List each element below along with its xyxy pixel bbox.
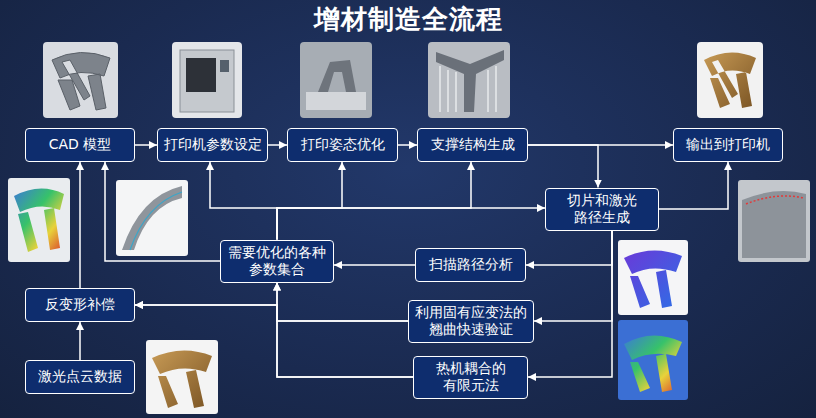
slice-picture <box>738 180 810 262</box>
flow-arrow <box>526 231 612 266</box>
flow-arrow <box>135 305 408 321</box>
laser-path <box>746 196 804 204</box>
flow-arrow <box>105 162 220 261</box>
box-label: 热机耦合的 有限元法 <box>419 360 522 395</box>
printer-window <box>186 58 216 92</box>
strain-picture <box>618 320 688 400</box>
process-box: 切片和激光 路径生成 <box>545 188 659 231</box>
process-box: 输出到打印机 <box>673 128 783 162</box>
flow-arrow <box>528 145 598 188</box>
strain-part <box>624 335 682 392</box>
box-label: 扫描路径分析 <box>429 256 513 274</box>
flow-arrow <box>210 162 277 240</box>
box-label: 支撑结构生成 <box>431 136 515 154</box>
process-box: 扫描路径分析 <box>415 248 526 282</box>
flow-arrow <box>528 231 612 378</box>
support-picture <box>428 42 510 118</box>
process-box: 反变形补偿 <box>25 288 135 322</box>
slice-part <box>742 191 806 258</box>
build-plate <box>306 92 366 110</box>
process-box: 打印姿态优化 <box>287 128 398 162</box>
deformation-picture <box>8 178 70 262</box>
compensation-line <box>130 192 182 250</box>
process-box: 利用固有应变法的 翘曲快速验证 <box>408 300 534 343</box>
box-label: 反变形补偿 <box>45 296 115 314</box>
flow-arrow <box>79 162 81 288</box>
flow-arrow <box>79 322 81 360</box>
box-label: 激光点云数据 <box>38 368 122 386</box>
flow-arrow <box>135 144 157 146</box>
cad-part <box>52 52 110 110</box>
flow-arrow <box>277 283 408 322</box>
flow-arrow <box>277 208 545 240</box>
printed-part <box>704 52 756 108</box>
output-picture <box>697 42 763 118</box>
support-lines <box>440 66 496 112</box>
box-label: 切片和激光 路径生成 <box>551 192 653 227</box>
flow-arrow <box>277 162 471 240</box>
box-label: 输出到打印机 <box>686 136 770 154</box>
flow-arrow <box>334 264 415 266</box>
process-box: 需要优化的各种 参数集合 <box>220 240 334 283</box>
deformation-part <box>14 188 64 252</box>
box-label: 打印机参数设定 <box>164 136 262 154</box>
flow-arrow <box>277 162 342 240</box>
box-label: 需要优化的各种 参数集合 <box>226 244 328 279</box>
printer-body <box>180 50 234 112</box>
supported-part <box>436 50 504 112</box>
process-box: 支撑结构生成 <box>417 128 528 162</box>
process-box: CAD 模型 <box>25 128 135 162</box>
flow-arrow <box>135 305 413 377</box>
pointcloud-part <box>152 350 212 408</box>
printer-picture <box>172 42 242 118</box>
flow-arrow <box>268 144 287 146</box>
process-box: 打印机参数设定 <box>157 128 268 162</box>
pointcloud-picture <box>146 340 218 414</box>
scan-part <box>624 250 682 308</box>
cad-picture <box>43 42 118 118</box>
compensation-picture <box>116 180 188 256</box>
scan-picture <box>618 240 688 315</box>
process-box: 激光点云数据 <box>25 360 135 394</box>
box-label: 打印姿态优化 <box>301 136 385 154</box>
flow-arrow <box>398 144 417 146</box>
orientation-picture <box>300 42 372 118</box>
box-label: 利用固有应变法的 翘曲快速验证 <box>414 304 528 339</box>
compensation-curve <box>122 186 182 250</box>
box-label: CAD 模型 <box>49 136 112 154</box>
oriented-part <box>318 60 356 92</box>
flow-arrow <box>659 162 728 209</box>
printer-panel <box>220 60 229 72</box>
process-box: 热机耦合的 有限元法 <box>413 356 528 399</box>
flow-arrow <box>277 283 413 378</box>
flow-arrow <box>534 231 612 322</box>
diagram-title: 增材制造全流程 <box>0 2 816 37</box>
